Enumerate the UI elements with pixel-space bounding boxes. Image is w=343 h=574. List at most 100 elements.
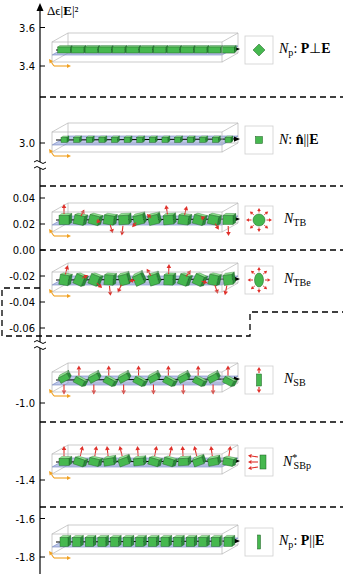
molecule [192, 212, 207, 226]
molecule-front [99, 138, 105, 143]
inset-arrow [259, 289, 260, 291]
polarization-arrow-head [109, 229, 113, 233]
molecule [117, 271, 132, 286]
polarization-arrow-head [98, 284, 102, 288]
molecule-side [80, 136, 82, 143]
polarization-arrow-head [184, 206, 188, 210]
label-part: E [321, 41, 330, 56]
polarization-arrow-head [147, 214, 152, 218]
polarization-arrow [183, 385, 184, 391]
frame-axis [51, 554, 54, 558]
molecule-side [118, 535, 121, 546]
frame-axis [51, 152, 54, 156]
frame-axis-head [67, 476, 71, 480]
polarization-arrow-head [65, 265, 69, 269]
frame-axis [54, 65, 67, 66]
molecule-top [222, 46, 237, 48]
inset-arrow [251, 280, 254, 281]
label-part: N [284, 371, 293, 386]
molecule [99, 136, 107, 143]
molecule [167, 46, 182, 54]
label-part: -1.4 [15, 475, 35, 486]
box-wireframe [52, 263, 238, 292]
inset-arrow [258, 387, 259, 390]
molecule-front [208, 274, 219, 286]
inset-arrow [249, 220, 252, 221]
label-part: n̂ [296, 132, 304, 147]
polarization-arrow-head [166, 366, 171, 370]
molecule-side [234, 46, 236, 54]
tick-mark [40, 518, 45, 519]
molecule [98, 535, 109, 546]
molecule-front [225, 138, 231, 143]
polarization-arrow [137, 450, 139, 456]
molecule [123, 535, 134, 546]
molecule [103, 213, 117, 226]
molecule [131, 270, 147, 286]
inset-arrow-head [251, 286, 254, 289]
inset-molecule [260, 455, 266, 469]
inset-arrow [253, 286, 255, 287]
molecule-side [130, 136, 132, 143]
inset-arrow-head [250, 225, 253, 228]
phase-label: Np: P||E [279, 533, 324, 550]
molecule [58, 46, 73, 54]
molecule [224, 535, 235, 546]
polarization-arrow-head [96, 219, 100, 223]
molecule [163, 213, 177, 225]
polarization-arrow [195, 450, 196, 456]
inset-arrow-head [257, 267, 261, 270]
tick-label: 3.4 [0, 61, 35, 72]
label-part: E [63, 3, 72, 18]
molecule [163, 375, 178, 388]
polarization-arrow [109, 286, 111, 292]
inset-arrow-head [251, 271, 254, 274]
molecule-front [124, 138, 130, 143]
box-wireframe [52, 123, 238, 152]
phase-label: N: n̂||E [279, 132, 318, 147]
label-part: -0.04 [9, 297, 35, 308]
molecule-top [112, 46, 127, 48]
separators [2, 97, 343, 507]
tick-mark [40, 143, 45, 144]
molecule-front [59, 274, 70, 285]
molecule-front [58, 47, 71, 53]
frame-axis-head [49, 149, 53, 153]
molecule-front [212, 138, 218, 143]
inset-arrow [251, 466, 258, 468]
molecule-top [85, 46, 100, 48]
frame-axis [51, 292, 54, 296]
polarization-arrow [215, 285, 217, 290]
molecule [111, 136, 119, 143]
dashed-separator [40, 506, 343, 507]
molecule [85, 535, 96, 546]
molecule-side [105, 136, 107, 143]
molecule-front [224, 538, 232, 547]
label-part: -1.0 [15, 398, 35, 409]
molecule-front [85, 538, 93, 547]
molecule [163, 455, 178, 467]
inset-arrow [259, 270, 260, 272]
label-part: N [279, 132, 288, 147]
axis-break-mark [34, 167, 46, 170]
axis-title: Δϵ|E|² [47, 4, 78, 18]
tick-mark [40, 224, 45, 225]
molecule [88, 272, 103, 288]
molecule-front [199, 538, 207, 547]
inset-arrow-head [257, 229, 261, 232]
label-part: TBe [293, 277, 310, 288]
polarization-arrow-head [180, 446, 185, 450]
molecule-front [118, 274, 129, 286]
label-part: N [279, 41, 288, 56]
molecule-front [86, 138, 92, 143]
inset-arrow-head [264, 286, 267, 289]
inset-frame [245, 528, 273, 556]
box-wireframe-front [52, 272, 222, 292]
cross-section-inset [245, 36, 273, 64]
inset-arrow [252, 213, 254, 214]
inset-molecule [255, 273, 264, 287]
box-wireframe-front [52, 534, 222, 554]
molecule-front [140, 47, 153, 53]
frame-axis-head [49, 389, 53, 393]
molecule [132, 212, 147, 226]
